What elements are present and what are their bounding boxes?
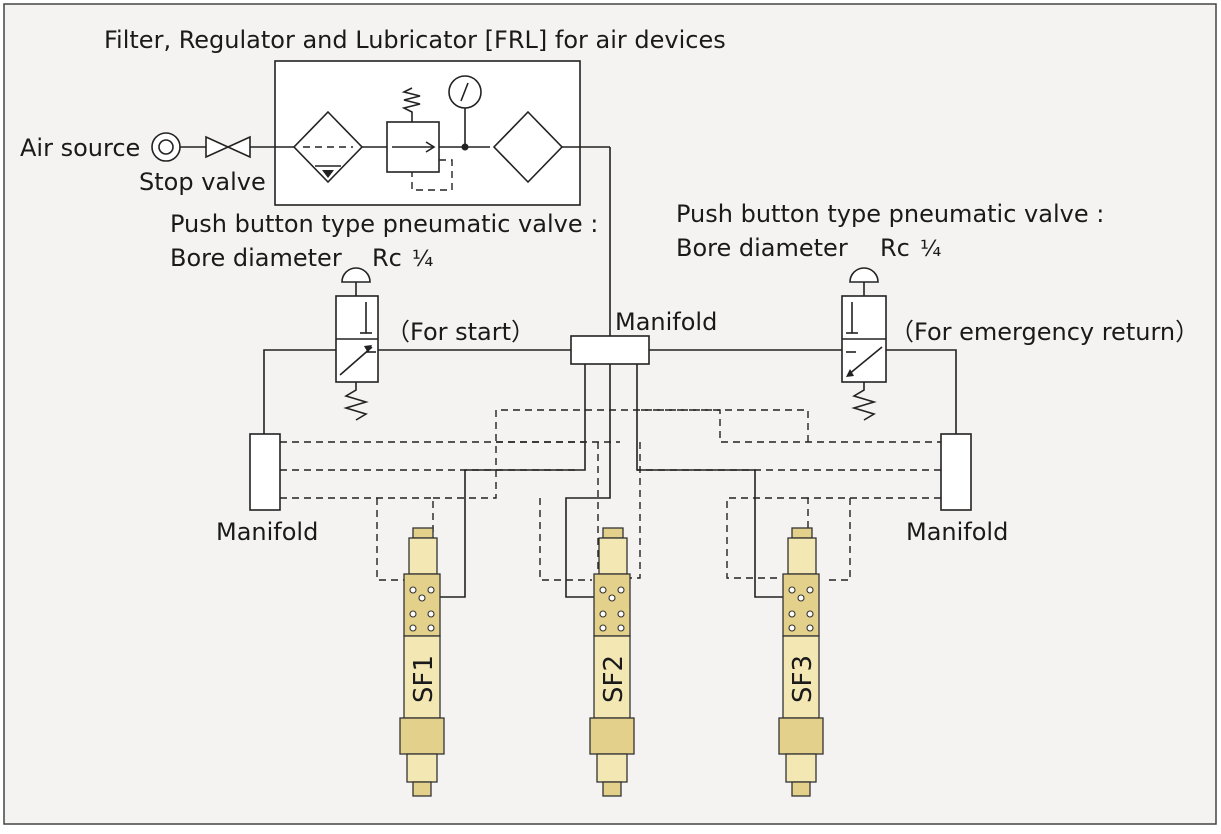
- left-push-button-icon: [341, 267, 371, 283]
- right-manifold: [940, 433, 972, 511]
- center-manifold: [570, 335, 650, 365]
- left-pneumatic-valve: [335, 267, 379, 421]
- frl-unit: [250, 60, 610, 206]
- tool-sf1: SF1: [399, 527, 445, 797]
- right-push-button-icon: [849, 267, 879, 283]
- tool-sf3: SF3: [778, 527, 824, 797]
- air-source-label: Air source: [20, 134, 140, 162]
- stop-valve-label: Stop valve: [139, 168, 266, 196]
- left-valve-fraction: ¼: [412, 247, 433, 272]
- for-start-label: （For start）: [386, 318, 535, 346]
- lubricator-symbol: [492, 110, 564, 184]
- left-valve-spring-icon: [343, 382, 369, 421]
- left-valve-label: Push button type pneumatic valve :: [170, 210, 598, 238]
- tool-sf2: SF2: [589, 527, 635, 797]
- tool-sf1-label: SF1: [409, 655, 439, 703]
- right-manifold-label: Manifold: [906, 518, 1008, 546]
- air-source-icon: [151, 132, 181, 162]
- left-manifold-label: Manifold: [216, 518, 318, 546]
- filter-symbol: [292, 110, 364, 184]
- center-manifold-label: Manifold: [615, 308, 717, 336]
- right-pneumatic-valve: [841, 267, 887, 421]
- for-emergency-label: （For emergency return）: [890, 318, 1199, 346]
- right-valve-fraction: ¼: [920, 237, 941, 262]
- left-manifold: [249, 433, 281, 511]
- right-valve-spring-icon: [851, 382, 877, 421]
- tool-sf2-label: SF2: [599, 655, 629, 703]
- pressure-gauge-icon: [448, 75, 482, 151]
- right-valve-label: Push button type pneumatic valve :: [676, 200, 1104, 228]
- right-valve-rc-label: Rc: [880, 234, 910, 262]
- right-valve-bore-label: Bore diameter: [676, 234, 848, 262]
- left-valve-rc-label: Rc: [372, 244, 402, 272]
- stop-valve-icon: [205, 135, 251, 159]
- tool-sf3-label: SF3: [788, 655, 818, 703]
- frl-title: Filter, Regulator and Lubricator [FRL] f…: [104, 26, 726, 54]
- left-valve-bore-label: Bore diameter: [170, 244, 342, 272]
